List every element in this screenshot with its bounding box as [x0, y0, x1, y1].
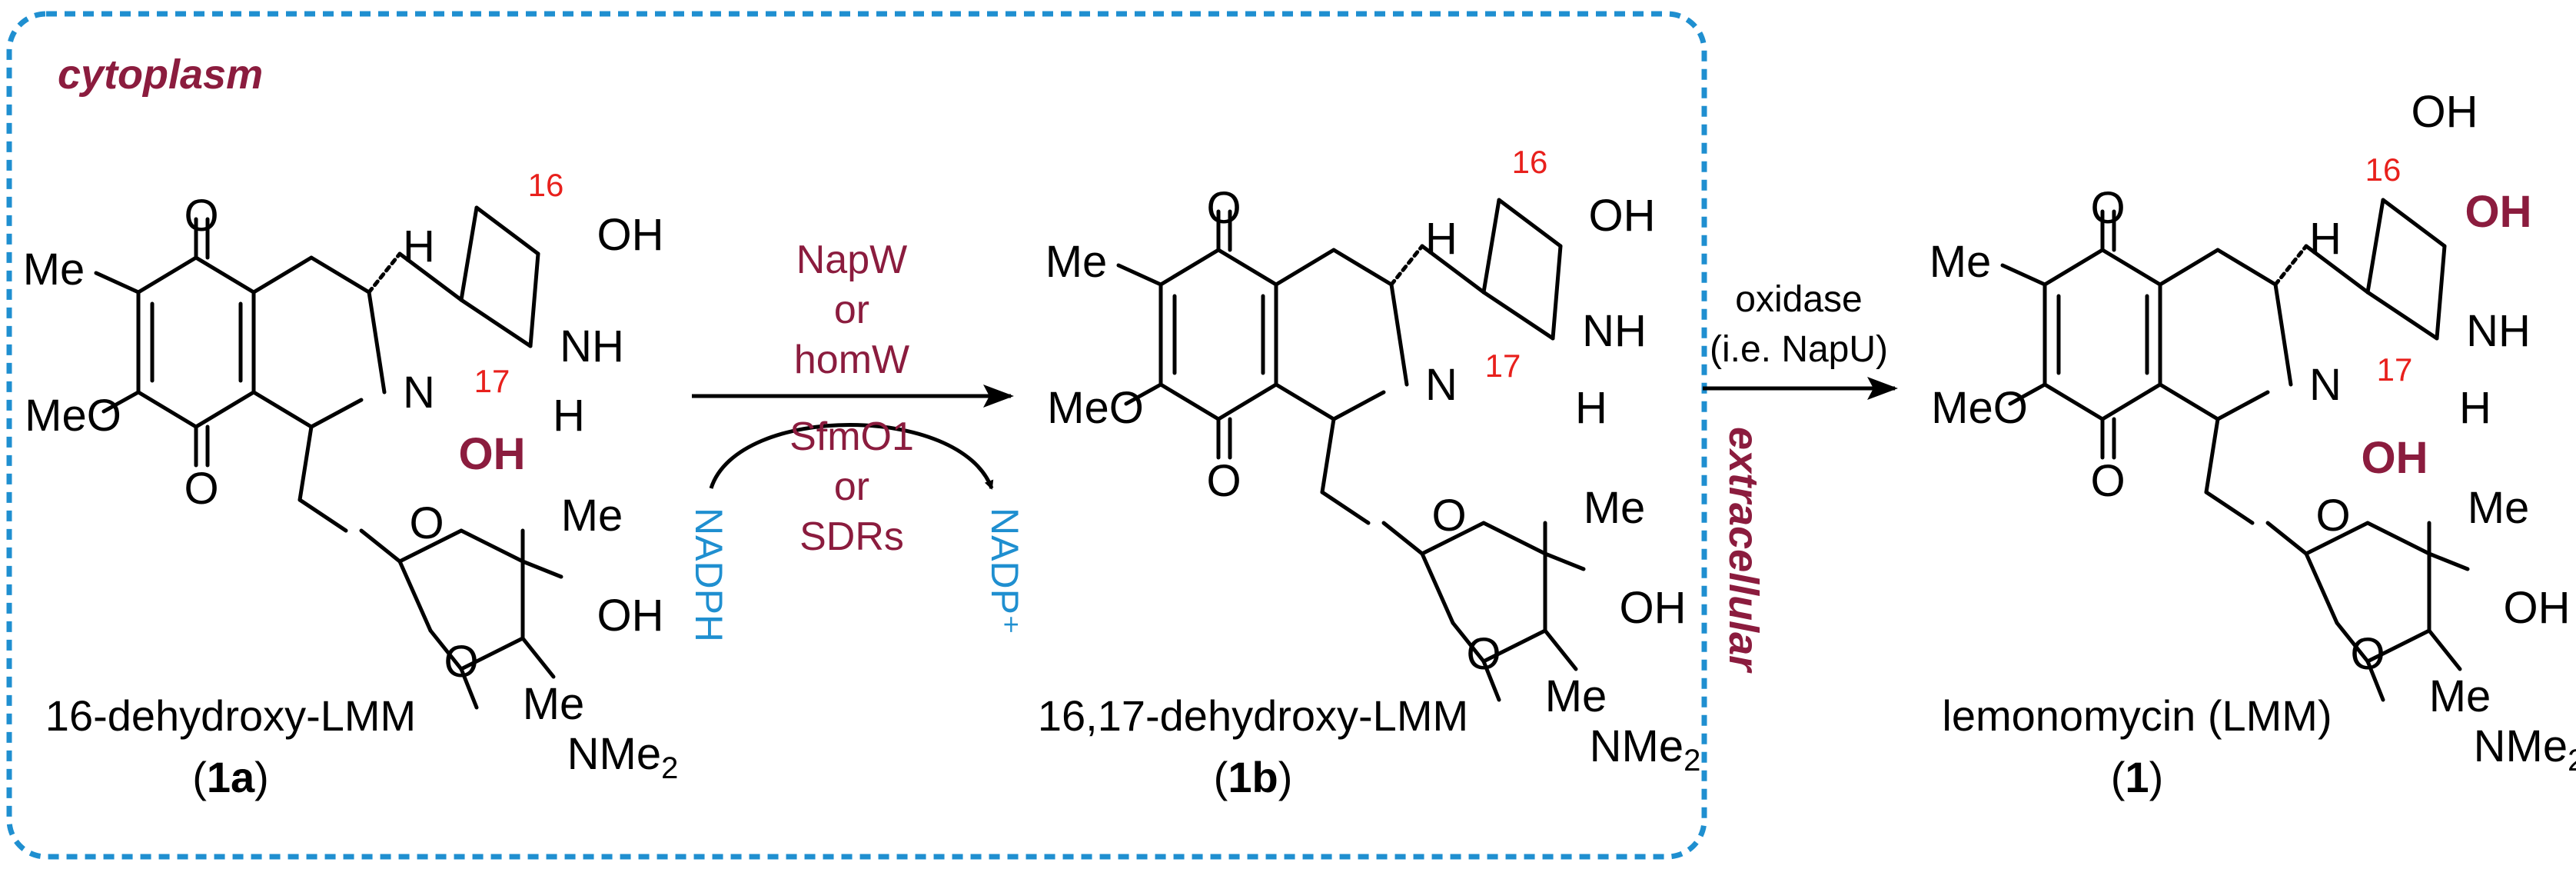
- svg-text:Me: Me: [1584, 483, 1646, 533]
- svg-text:OH: OH: [2411, 87, 2478, 137]
- svg-text:Me: Me: [523, 679, 585, 729]
- svg-text:N: N: [1425, 360, 1458, 410]
- svg-text:17: 17: [1485, 348, 1521, 384]
- svg-text:16: 16: [528, 167, 564, 203]
- compound-1-name: lemonomycin (LMM): [1942, 691, 2332, 740]
- compound-1a-id: (1a): [192, 753, 269, 801]
- svg-text:17: 17: [474, 363, 510, 399]
- svg-text:NMe2: NMe2: [567, 729, 679, 785]
- enzyme-or-1: or: [834, 288, 869, 332]
- compound-1a: O O Me MeO N H NH H OH 17 16 OH O Me OH …: [23, 167, 679, 801]
- compound-1b-id: (1b): [1214, 753, 1293, 801]
- svg-text:O: O: [2315, 491, 2350, 541]
- svg-text:N: N: [2309, 360, 2342, 410]
- svg-text:MeO: MeO: [1931, 383, 2028, 433]
- svg-text:OH: OH: [1589, 191, 1656, 241]
- cofactor-nadp: NADP⁺: [983, 508, 1026, 634]
- svg-text:NMe2: NMe2: [2474, 721, 2576, 777]
- svg-text:OH: OH: [2504, 583, 2571, 633]
- svg-text:NH: NH: [2466, 306, 2531, 356]
- svg-text:H: H: [1425, 214, 1458, 264]
- svg-text:O: O: [1466, 629, 1501, 679]
- enzyme-homw: homW: [794, 338, 909, 382]
- svg-text:OH: OH: [597, 591, 664, 641]
- extracellular-label: extracellular: [1720, 427, 1767, 674]
- svg-text:Me: Me: [2429, 671, 2491, 721]
- svg-text:H: H: [553, 391, 585, 441]
- svg-text:Me: Me: [23, 245, 85, 295]
- svg-text:O: O: [1431, 491, 1466, 541]
- compound-1-id: (1): [2111, 753, 2163, 801]
- svg-text:O: O: [1206, 456, 1241, 506]
- svg-text:Me: Me: [1045, 237, 1108, 287]
- svg-text:O: O: [184, 191, 218, 241]
- compound-1b-name: 16,17-dehydroxy-LMM: [1038, 691, 1468, 740]
- svg-text:Me: Me: [561, 491, 623, 541]
- svg-text:OH: OH: [459, 429, 526, 479]
- svg-text:NH: NH: [1582, 306, 1647, 356]
- svg-text:H: H: [2459, 383, 2491, 433]
- svg-text:NMe2: NMe2: [1590, 721, 1701, 777]
- enzyme-napu: (i.e. NapU): [1710, 329, 1888, 370]
- svg-text:OH: OH: [1620, 583, 1687, 633]
- svg-text:NH: NH: [560, 321, 624, 371]
- reaction-arrow-1: NapW or homW SfmO1 or SDRs NADPH NADP⁺: [687, 238, 1026, 642]
- enzyme-or-2: or: [834, 464, 869, 509]
- compound-1b: O O Me MeO N H NH H 17 16 OH O Me OH O M…: [1038, 144, 1700, 801]
- svg-text:Me: Me: [2468, 483, 2530, 533]
- enzyme-napw: NapW: [796, 238, 907, 282]
- compound-1: O O Me MeO N H NH H OH 17 16 OH OH O Me …: [1930, 87, 2576, 801]
- svg-text:O: O: [2090, 456, 2125, 506]
- svg-text:N: N: [403, 368, 435, 418]
- compound-1a-name: 16-dehydroxy-LMM: [45, 691, 416, 740]
- enzyme-sfmo1: SfmO1: [789, 415, 914, 459]
- svg-text:OH: OH: [597, 210, 664, 260]
- svg-text:H: H: [1575, 383, 1607, 433]
- cytoplasm-label: cytoplasm: [58, 52, 263, 98]
- svg-text:O: O: [1206, 183, 1241, 233]
- svg-text:Me: Me: [1930, 237, 1992, 287]
- svg-text:H: H: [2309, 214, 2342, 264]
- svg-text:16: 16: [1512, 144, 1548, 180]
- svg-text:MeO: MeO: [1047, 383, 1144, 433]
- svg-text:H: H: [403, 221, 435, 271]
- reaction-arrow-2: oxidase (i.e. NapU) extracellular: [1703, 279, 1898, 674]
- svg-text:O: O: [2090, 183, 2125, 233]
- svg-text:OH: OH: [2465, 187, 2532, 237]
- svg-text:O: O: [184, 464, 218, 514]
- svg-text:O: O: [409, 498, 444, 548]
- enzyme-sdrs: SDRs: [799, 514, 904, 559]
- svg-text:O: O: [444, 637, 478, 687]
- cofactor-nadph: NADPH: [687, 508, 730, 642]
- svg-text:Me: Me: [1545, 671, 1607, 721]
- svg-text:O: O: [2350, 629, 2385, 679]
- enzyme-oxidase: oxidase: [1735, 279, 1862, 320]
- svg-text:16: 16: [2365, 151, 2401, 188]
- svg-text:OH: OH: [2362, 433, 2428, 483]
- svg-text:17: 17: [2377, 351, 2413, 388]
- svg-text:MeO: MeO: [25, 391, 121, 441]
